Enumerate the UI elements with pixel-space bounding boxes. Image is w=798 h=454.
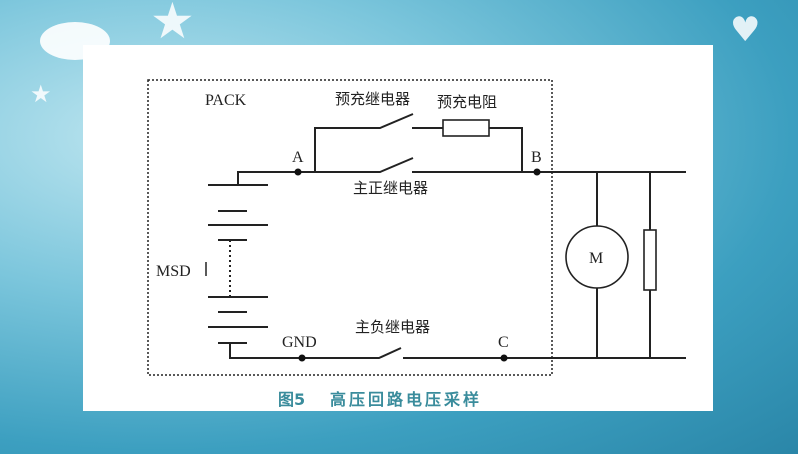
pack-label: PACK bbox=[205, 92, 247, 109]
node-b-dot bbox=[533, 168, 541, 176]
heart-decoration: ♥ bbox=[730, 10, 761, 50]
node-gnd-label: GND bbox=[282, 334, 317, 351]
precharge-resistor bbox=[442, 119, 490, 137]
precharge-resistor-label: 预充电阻 bbox=[437, 93, 497, 111]
main-negative-relay-label: 主负继电器 bbox=[355, 318, 430, 336]
node-c-label: C bbox=[498, 334, 509, 351]
main-positive-relay-label: 主正继电器 bbox=[353, 179, 428, 197]
pack-boundary bbox=[147, 79, 553, 376]
battery-top-lead bbox=[237, 157, 414, 185]
motor-label: M bbox=[589, 250, 603, 267]
node-b-label: B bbox=[531, 149, 542, 166]
precharge-relay-label: 预充继电器 bbox=[335, 90, 410, 108]
msd-label: MSD bbox=[156, 263, 191, 280]
precharge-wire bbox=[314, 113, 414, 172]
star-decoration: ★ bbox=[150, 0, 195, 50]
figure-number: 图5 bbox=[278, 390, 305, 409]
star-decoration: ★ bbox=[30, 80, 52, 108]
node-a-label: A bbox=[292, 149, 304, 166]
load-resistor bbox=[643, 229, 657, 291]
node-c-dot bbox=[500, 354, 508, 362]
node-gnd-dot bbox=[298, 354, 306, 362]
figure-caption: 高压回路电压采样 bbox=[330, 390, 482, 409]
node-a-dot bbox=[294, 168, 302, 176]
